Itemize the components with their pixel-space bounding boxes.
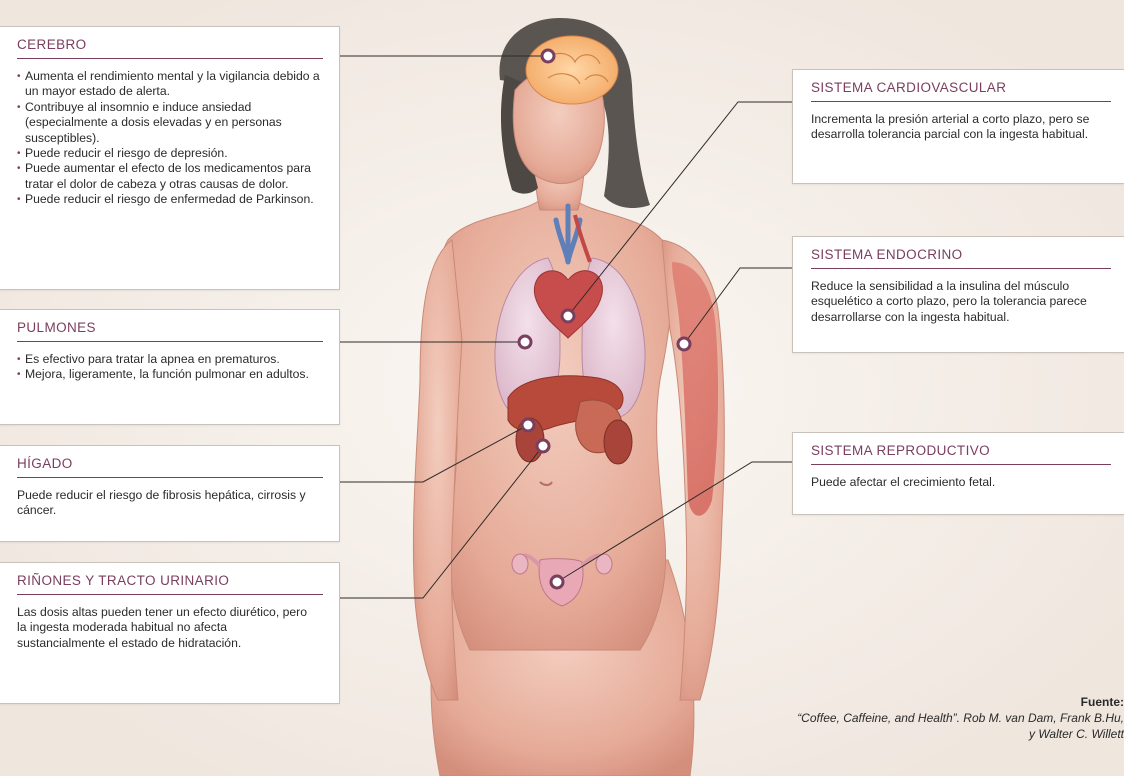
marker-cerebro — [542, 50, 554, 62]
callout-text: Las dosis altas pueden tener un efecto d… — [17, 605, 317, 651]
marker-higado — [522, 419, 534, 431]
callout-box-cerebro: CEREBRO Aumenta el rendimiento mental y … — [0, 26, 340, 290]
callout-box-rinones: RIÑONES Y TRACTO URINARIO Las dosis alta… — [0, 562, 340, 704]
marker-rinones — [537, 440, 549, 452]
title-rule — [811, 268, 1111, 269]
callout-title: PULMONES — [17, 320, 96, 335]
callout-box-pulmones: PULMONES Es efectivo para tratar la apne… — [0, 309, 340, 425]
callout-paragraph: Reduce la sensibilidad a la insulina del… — [811, 279, 1117, 325]
marker-repro — [551, 576, 563, 588]
callout-box-cardio: SISTEMA CARDIOVASCULAR Incrementa la pre… — [792, 69, 1124, 184]
brain — [526, 36, 618, 104]
callout-bullets: Es efectivo para tratar la apnea en prem… — [17, 352, 335, 383]
callout-title: SISTEMA CARDIOVASCULAR — [811, 80, 1006, 95]
bullet-item: Puede aumentar el efecto de los medicame… — [17, 161, 335, 192]
callout-title: CEREBRO — [17, 37, 87, 52]
callout-text: Incrementa la presión arterial a corto p… — [811, 112, 1111, 143]
marker-endocrino — [678, 338, 690, 350]
callout-box-endocrino: SISTEMA ENDOCRINO Reduce la sensibilidad… — [792, 236, 1124, 353]
bullet-item: Es efectivo para tratar la apnea en prem… — [17, 352, 335, 367]
title-rule — [17, 477, 323, 478]
callout-box-higado: HÍGADO Puede reducir el riesgo de fibros… — [0, 445, 340, 542]
bullet-item: Aumenta el rendimiento mental y la vigil… — [17, 69, 335, 100]
bullet-item: Mejora, ligeramente, la función pulmonar… — [17, 367, 335, 382]
kidney-right — [604, 420, 632, 464]
callout-paragraph: Puede afectar el crecimiento fetal. — [811, 475, 1111, 490]
callout-title: SISTEMA ENDOCRINO — [811, 247, 963, 262]
callout-paragraph: Puede reducir el riesgo de fibrosis hepá… — [17, 488, 317, 519]
title-rule — [811, 101, 1111, 102]
source-citation: Fuente: “Coffee, Caffeine, and Health”. … — [794, 694, 1124, 742]
callout-text: Reduce la sensibilidad a la insulina del… — [811, 279, 1117, 325]
callout-paragraph: Incrementa la presión arterial a corto p… — [811, 112, 1111, 143]
title-rule — [811, 464, 1111, 465]
bullet-item: Puede reducir el riesgo de depresión. — [17, 146, 335, 161]
callout-text: Puede afectar el crecimiento fetal. — [811, 475, 1111, 490]
source-label: Fuente: — [794, 694, 1124, 710]
marker-cardio — [562, 310, 574, 322]
callout-text: Puede reducir el riesgo de fibrosis hepá… — [17, 488, 317, 519]
title-rule — [17, 341, 323, 342]
title-rule — [17, 58, 323, 59]
marker-pulmones — [519, 336, 531, 348]
title-rule — [17, 594, 323, 595]
bullet-item: Contribuye al insomnio e induce ansiedad… — [17, 100, 335, 146]
callout-bullets: Aumenta el rendimiento mental y la vigil… — [17, 69, 335, 208]
callout-title: SISTEMA REPRODUCTIVO — [811, 443, 990, 458]
ovary-left — [512, 554, 528, 574]
callout-title: RIÑONES Y TRACTO URINARIO — [17, 573, 229, 588]
callout-paragraph: Las dosis altas pueden tener un efecto d… — [17, 605, 317, 651]
source-text: “Coffee, Caffeine, and Health”. Rob M. v… — [794, 710, 1124, 742]
callout-box-reproductivo: SISTEMA REPRODUCTIVO Puede afectar el cr… — [792, 432, 1124, 515]
bullet-item: Puede reducir el riesgo de enfermedad de… — [17, 192, 335, 207]
callout-title: HÍGADO — [17, 456, 73, 471]
